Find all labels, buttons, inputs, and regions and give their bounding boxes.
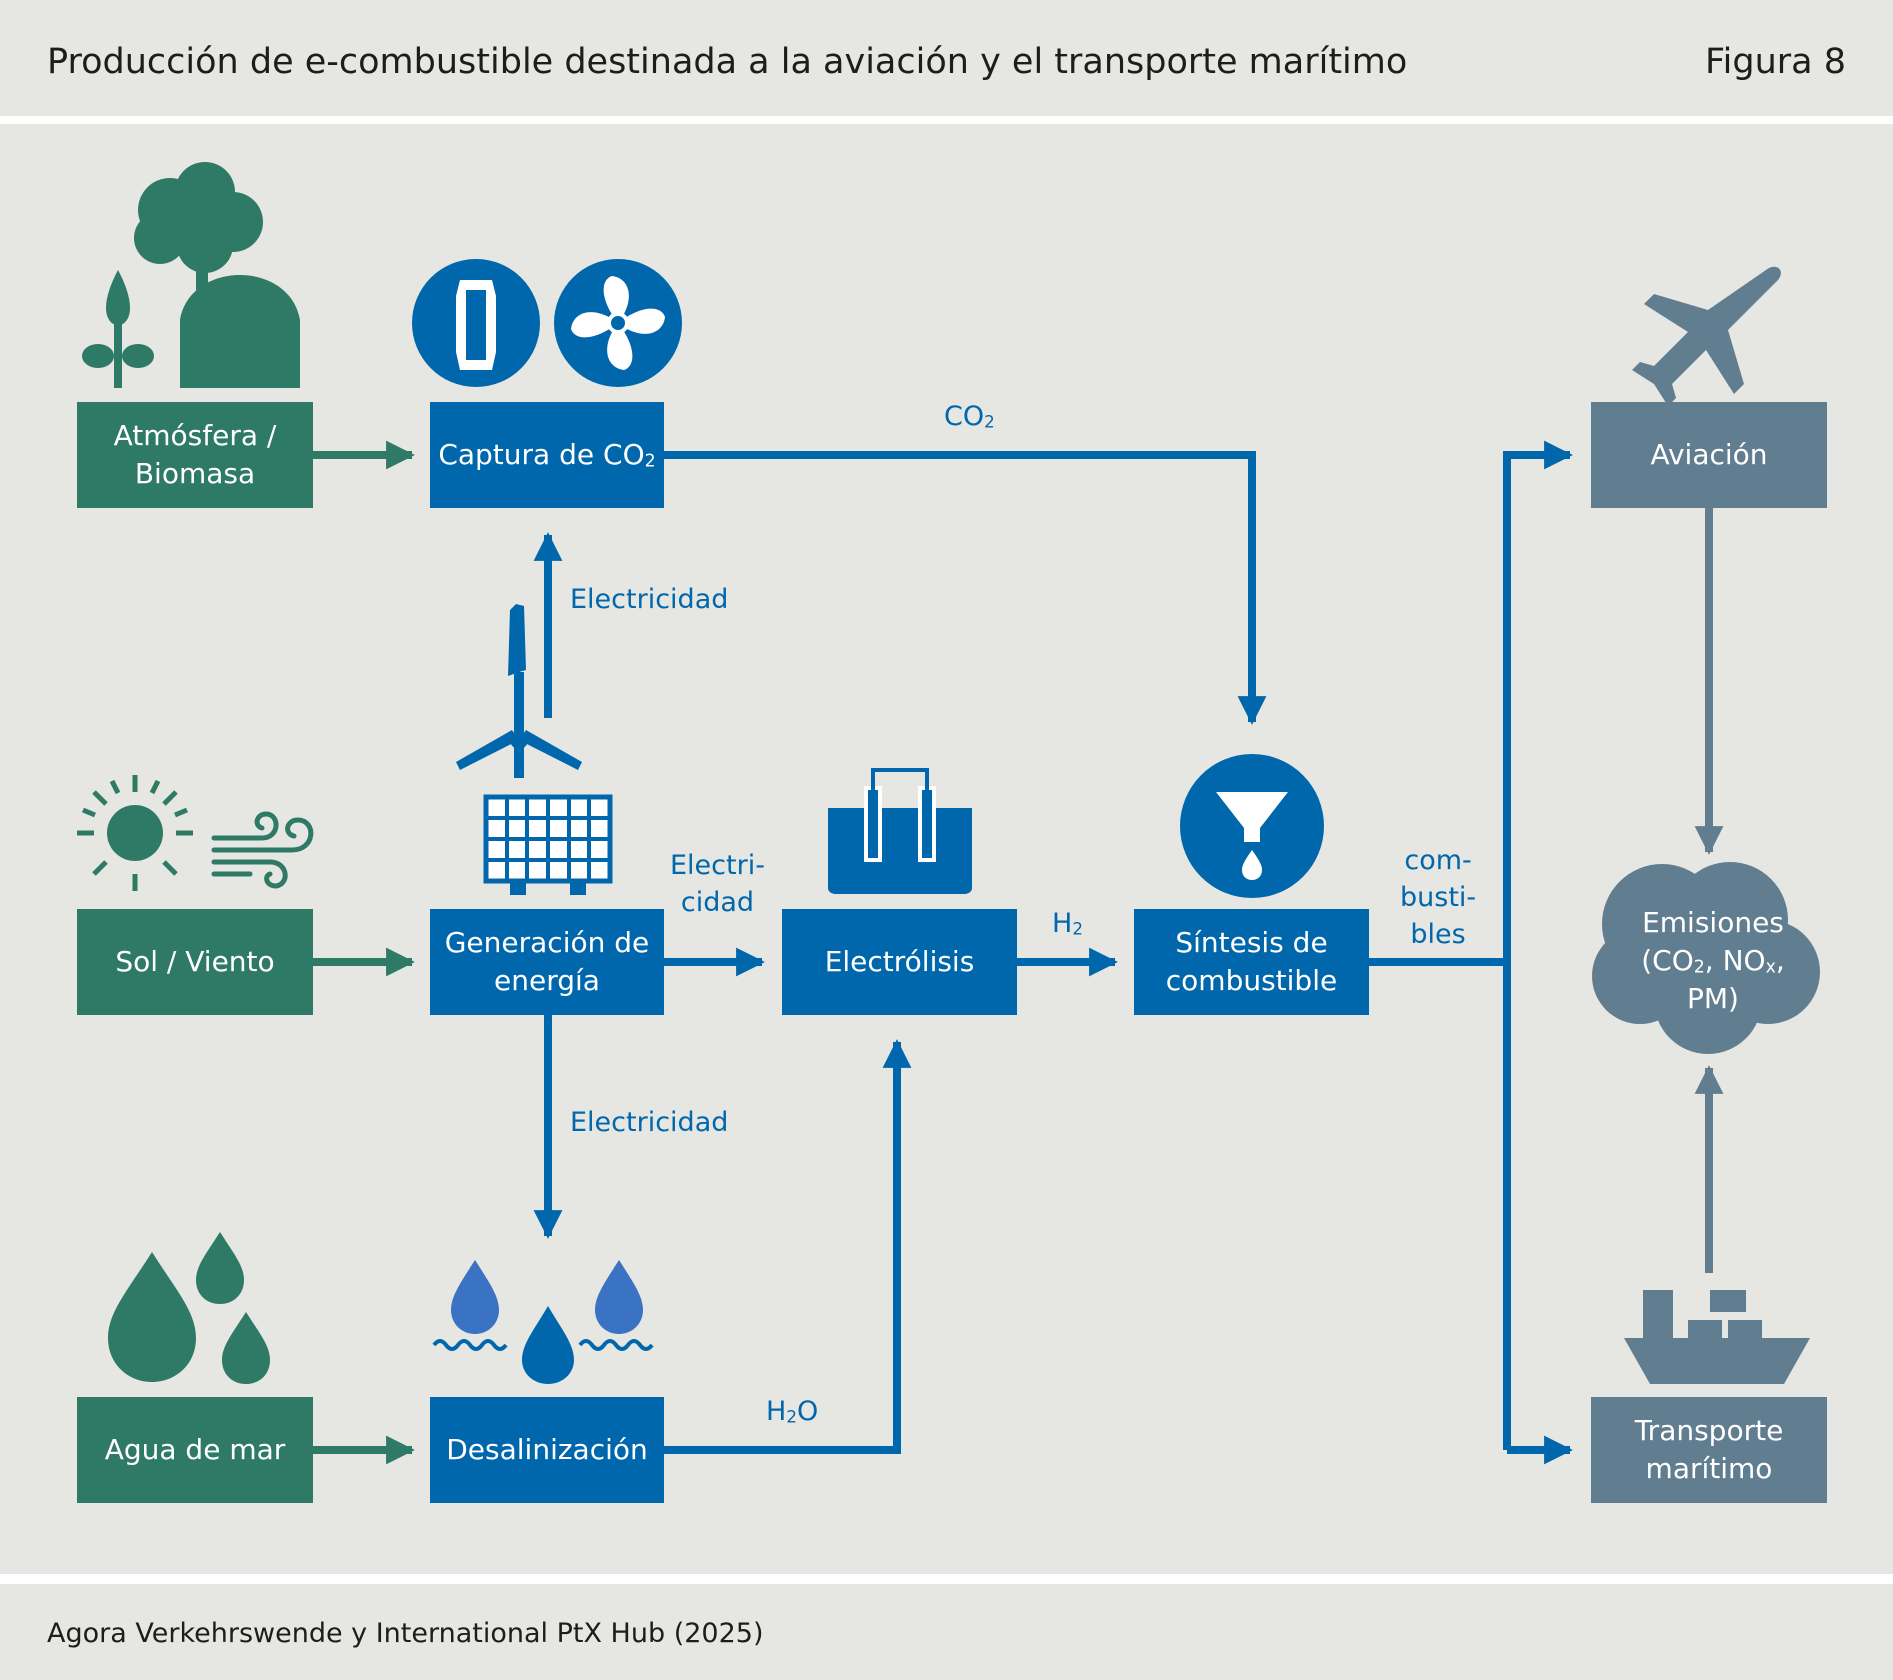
arrow-fuels-to-aviation	[1503, 440, 1573, 1450]
figure-number: Figura 8	[1705, 42, 1846, 82]
emissions-sub2: x	[1765, 957, 1776, 978]
electricity-split-line2: cidad	[680, 887, 755, 918]
emissions-line3: PM)	[1687, 982, 1739, 1015]
capture-label-co: de CO	[559, 438, 645, 471]
electricity-split-line1: Electri-	[670, 850, 765, 881]
wind-turbine-icon	[456, 604, 582, 778]
electrolysis-label: Electrólisis	[824, 945, 975, 978]
capture-label-line2: de CO2	[559, 438, 656, 471]
sun-wind-label: Sol / Viento	[115, 945, 275, 978]
desalination-box: Desalinización	[430, 1397, 664, 1503]
source-credit: Agora Verkehrswende y International PtX …	[47, 1618, 764, 1649]
fuel-synthesis-box: Síntesis de combustible	[1134, 909, 1369, 1015]
arrow-desal-to-electrolysis	[664, 1039, 912, 1454]
emissions-line1: Emisiones	[1642, 906, 1784, 939]
desalination-drops-icon	[432, 1260, 654, 1384]
fan-icon	[554, 259, 682, 387]
arrow-co2-to-synthesis	[664, 451, 1267, 725]
flow-label-h2o: H2O	[766, 1393, 818, 1430]
footer-band: Agora Verkehrswende y International PtX …	[0, 1584, 1893, 1680]
sun-wind-box: Sol / Viento	[77, 909, 313, 1015]
fuels-line2: busti-	[1400, 882, 1477, 913]
flow-label-electricity-down: Electricidad	[570, 1107, 729, 1138]
flow-label-electricity-split: Electri- cidad	[670, 847, 765, 921]
flow-label-fuels: com- busti- bles	[1400, 842, 1476, 953]
co2-capture-box: Captura de CO2	[430, 402, 664, 508]
water-drops-icon	[108, 1232, 270, 1384]
synthesis-label-line1: Síntesis de	[1175, 926, 1328, 959]
sun-icon	[77, 775, 193, 891]
airplane-icon	[1632, 266, 1781, 406]
power-label-line2: energía	[494, 964, 600, 997]
atmosphere-label-line2: Biomasa	[134, 457, 256, 490]
cloud-icon	[134, 162, 263, 290]
funnel-icon	[1180, 754, 1324, 898]
emissions-sub1: 2	[1693, 957, 1705, 978]
header-band: Producción de e-combustible destinada a …	[0, 0, 1893, 116]
fuels-line1: com-	[1404, 845, 1472, 876]
seawater-label: Agua de mar	[104, 1433, 286, 1466]
emission-cloud-icon	[1592, 862, 1820, 1054]
emissions-label: Emisiones (CO2, NOx, PM)	[1598, 904, 1828, 1018]
power-label-line1: Generación de	[444, 926, 650, 959]
electrolysis-box: Electrólisis	[782, 909, 1017, 1015]
co2-prefix: CO	[944, 401, 985, 432]
co2-sub: 2	[984, 411, 995, 432]
atmosphere-label-line1: Atmósfera /	[113, 419, 277, 452]
h2o-sub: 2	[786, 1406, 797, 1427]
electrolysis-cell-icon	[828, 768, 972, 894]
flow-label-co2: CO2	[944, 398, 995, 435]
h2-prefix: H	[1052, 908, 1073, 939]
atmosphere-biomass-box: Atmósfera / Biomasa	[77, 402, 313, 508]
aviation-box: Aviación	[1591, 402, 1827, 508]
capture-label-line1: Captura	[438, 438, 551, 471]
capture-label-sub: 2	[644, 451, 656, 472]
shipping-box: Transporte marítimo	[1591, 1397, 1827, 1503]
wind-icon	[211, 811, 314, 889]
emissions-no: , NO	[1704, 944, 1766, 977]
desal-label: Desalinización	[446, 1433, 648, 1466]
solar-panel-icon	[483, 794, 613, 895]
ship-icon	[1624, 1290, 1810, 1384]
h2-sub: 2	[1072, 918, 1083, 939]
emissions-line2: (CO2, NOx,	[1598, 942, 1828, 980]
emissions-comma: ,	[1775, 944, 1785, 977]
h2o-prefix: H	[766, 1396, 787, 1427]
flow-label-h2: H2	[1052, 905, 1083, 942]
shipping-label-line1: Transporte	[1634, 1414, 1784, 1447]
seawater-box: Agua de mar	[77, 1397, 313, 1503]
emissions-co: (CO	[1641, 944, 1694, 977]
shipping-label-line2: marítimo	[1645, 1452, 1773, 1485]
plant-icon	[82, 270, 154, 388]
biogas-dome-icon	[180, 275, 300, 388]
flow-label-electricity-up: Electricidad	[570, 584, 729, 615]
h2o-suffix: O	[796, 1396, 819, 1427]
fuels-line3: bles	[1410, 919, 1466, 950]
synthesis-label-line2: combustible	[1165, 964, 1338, 997]
capture-filter-icon	[412, 259, 540, 387]
power-generation-box: Generación de energía	[430, 909, 664, 1015]
figure-title: Producción de e-combustible destinada a …	[47, 42, 1408, 82]
aviation-label: Aviación	[1650, 438, 1768, 471]
